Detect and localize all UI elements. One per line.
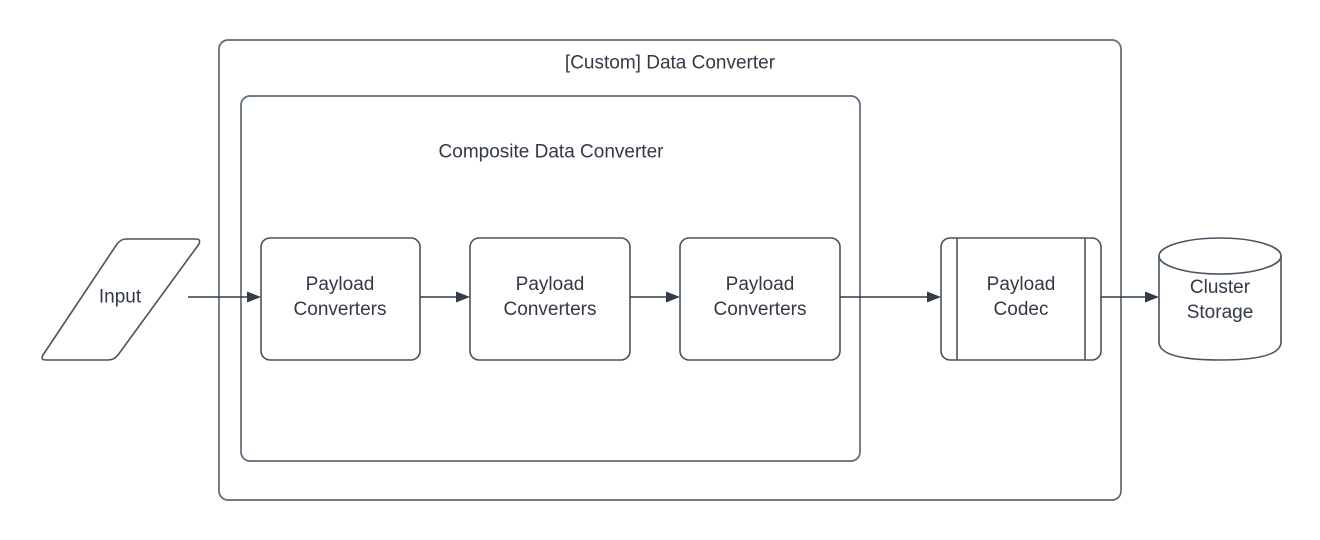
node-payload-converters-2-shape[interactable] — [469, 237, 631, 361]
node-payload-converters-3-shape[interactable] — [679, 237, 841, 361]
node-cluster-storage-body[interactable] — [1158, 255, 1282, 361]
connector-converter-2-to-converter-3 — [630, 291, 680, 303]
node-cluster-storage-top — [1158, 237, 1282, 275]
node-payload-converters-1-shape[interactable] — [260, 237, 421, 361]
node-payload-codec-shape[interactable] — [940, 237, 1102, 361]
connector-converter-3-to-payload-codec — [840, 291, 941, 303]
connector-converter-1-to-converter-2 — [420, 291, 470, 303]
node-input-shape[interactable] — [41, 238, 201, 361]
container-custom-data-converter[interactable] — [218, 39, 1122, 501]
connector-input-to-converter-1 — [188, 291, 261, 303]
container-composite-data-converter[interactable] — [240, 95, 861, 462]
connector-payload-codec-to-cluster-storage — [1101, 291, 1159, 303]
